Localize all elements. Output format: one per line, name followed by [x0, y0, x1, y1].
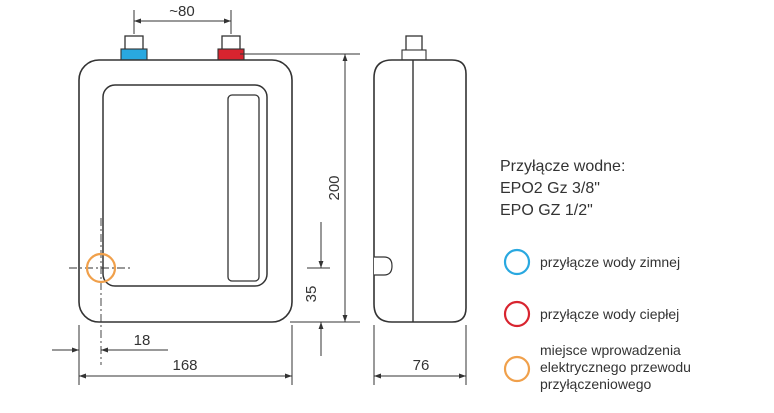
connection-line: EPO2 Gz 3/8"	[500, 180, 600, 197]
legend-item-hot: przyłącze wody ciepłej	[503, 300, 679, 328]
legend-item-cable: miejsce wprowadzenia elektrycznego przew…	[503, 342, 691, 392]
hot-water-connector	[217, 35, 245, 62]
connection-title: Przyłącze wodne:	[500, 158, 625, 175]
legend-item-cold: przyłącze wody zimnej	[503, 248, 680, 276]
side-cable-gland	[374, 256, 393, 276]
dimension-depth-label: 76	[413, 357, 430, 374]
dimension-spacing: ~80	[133, 3, 232, 34]
heater-body-side	[373, 59, 467, 323]
dimension-inlet-height: 35	[303, 222, 330, 356]
dimension-width-label: 168	[172, 357, 197, 374]
dimension-height: 200	[240, 53, 360, 323]
side-view	[373, 35, 467, 323]
cable-entry-swatch	[503, 355, 531, 383]
hot-water-swatch	[503, 300, 531, 328]
front-panel	[102, 84, 268, 287]
legend-label: miejsce wprowadzenia	[540, 342, 681, 358]
legend-label: przyłącze wody zimnej	[540, 254, 680, 270]
dimension-inlet-offset-label: 18	[134, 332, 151, 349]
dimension-width: 168	[79, 325, 293, 385]
dimension-height-label: 200	[326, 175, 343, 200]
legend-label: przyłączeniowego	[540, 376, 651, 392]
cold-water-swatch	[503, 248, 531, 276]
connection-line: EPO GZ 1/2"	[500, 202, 593, 219]
legend-label: elektrycznego przewodu	[540, 359, 691, 375]
cold-water-connector	[120, 35, 148, 62]
legend: przyłącze wody zimnej przyłącze wody cie…	[503, 248, 691, 392]
connection-info: Przyłącze wodne: EPO2 Gz 3/8" EPO GZ 1/2…	[500, 158, 625, 219]
dimension-spacing-label: ~80	[169, 3, 194, 20]
dimension-inlet-offset: 18	[52, 325, 168, 385]
dimension-depth: 76	[373, 325, 467, 385]
legend-label: przyłącze wody ciepłej	[540, 306, 679, 322]
cable-entry-marker	[85, 252, 117, 284]
dimension-inlet-height-label: 35	[303, 286, 320, 303]
front-view	[69, 35, 293, 365]
display-window	[227, 94, 260, 282]
